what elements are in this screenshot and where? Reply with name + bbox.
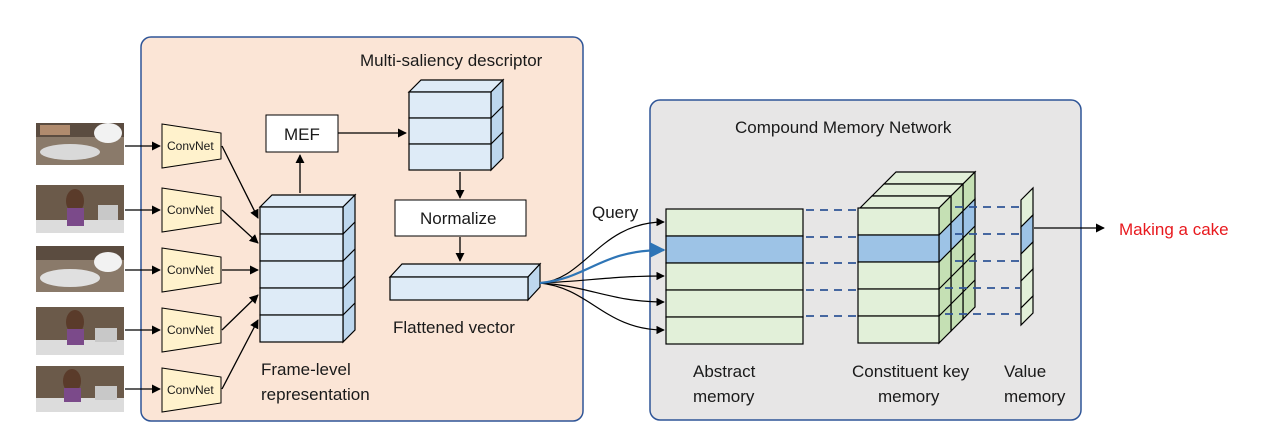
convnet-3: ConvNet: [161, 247, 222, 293]
value-memory-label-2: memory: [1004, 387, 1066, 406]
mef-label: MEF: [284, 125, 320, 144]
convnet-label: ConvNet: [167, 263, 214, 277]
convnet-label: ConvNet: [167, 139, 214, 153]
convnet-label: ConvNet: [167, 203, 214, 217]
abstract-memory-highlight-row: [665, 235, 804, 264]
value-memory-column: [1020, 186, 1034, 327]
abstract-memory-label-1: Abstract: [693, 362, 756, 381]
output-label: Making a cake: [1119, 220, 1229, 239]
convnet-1: ConvNet: [161, 123, 222, 169]
descriptor-stack: [407, 78, 505, 172]
frame-level-stack: [258, 193, 357, 344]
abstract-memory-stack: [665, 208, 804, 345]
video-frame-5: [36, 366, 124, 412]
key-to-value-dashes: [945, 206, 1020, 315]
query-label: Query: [592, 203, 639, 222]
video-frame-1: [36, 123, 124, 165]
convnet-label: ConvNet: [167, 383, 214, 397]
video-frame-3: [36, 246, 124, 292]
frame-level-label-1: Frame-level: [261, 360, 351, 379]
convnet-5: ConvNet: [161, 367, 222, 413]
convnets: ConvNet ConvNet ConvNet ConvNet ConvNet: [161, 123, 222, 413]
constituent-key-label-2: memory: [878, 387, 940, 406]
constituent-key-label-1: Constituent key: [852, 362, 970, 381]
convnet-4: ConvNet: [161, 307, 222, 353]
constituent-key-stack: [857, 170, 977, 345]
normalize-label: Normalize: [420, 209, 497, 228]
video-frames: [36, 123, 124, 412]
frame-level-label-2: representation: [261, 385, 370, 404]
convnet-2: ConvNet: [161, 187, 222, 233]
convnet-label: ConvNet: [167, 323, 214, 337]
abstract-memory-label-2: memory: [693, 387, 755, 406]
value-memory-label-1: Value: [1004, 362, 1046, 381]
frame-to-convnet-arrows: [125, 141, 161, 394]
abstract-to-key-dashes: [806, 209, 858, 317]
flattened-vector-label: Flattened vector: [393, 318, 515, 337]
query-arrow-highlighted: [539, 242, 666, 285]
multi-saliency-title: Multi-saliency descriptor: [360, 51, 543, 70]
normalize-box: [394, 199, 527, 237]
video-frame-2: [36, 185, 124, 233]
video-frame-4: [36, 307, 124, 355]
key-memory-highlight-row: [857, 234, 940, 263]
compound-memory-title: Compound Memory Network: [735, 118, 952, 137]
convnet-to-frame-arrows: [221, 145, 259, 390]
flattened-vector: [388, 262, 542, 302]
